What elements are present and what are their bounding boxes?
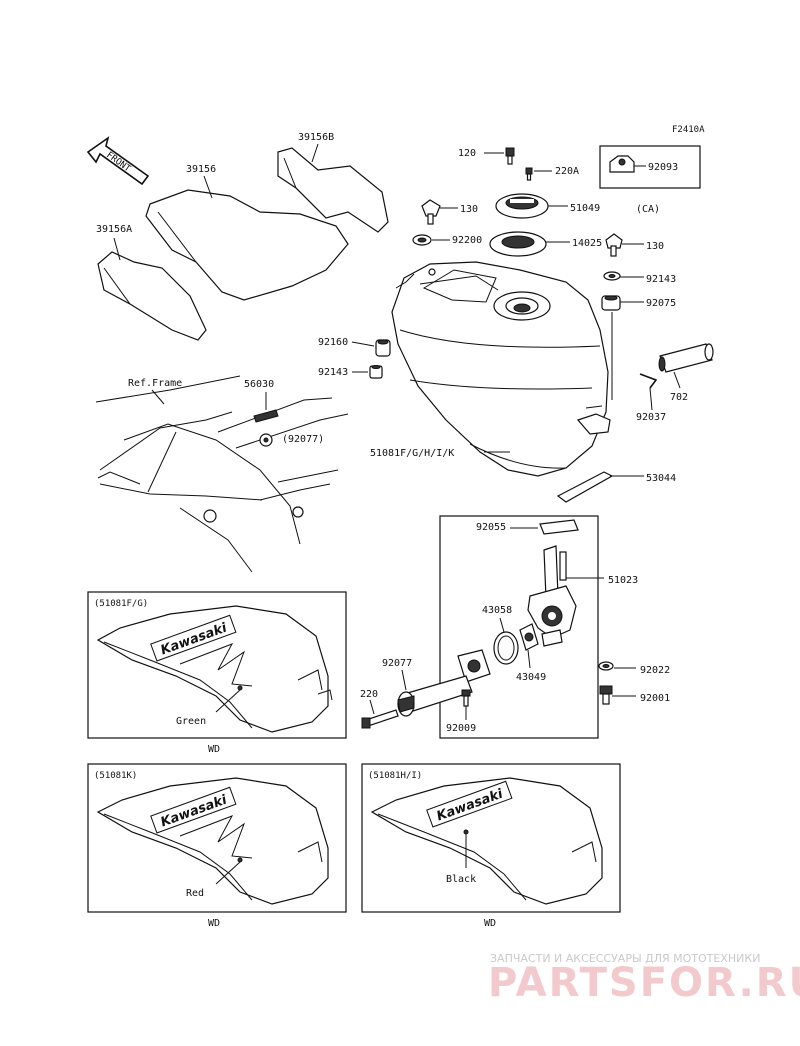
label-39156B: 39156B <box>298 132 334 143</box>
label-120: 120 <box>458 148 476 159</box>
variant-color: Green <box>176 716 206 727</box>
label-ref-frame: Ref.Frame <box>128 378 182 389</box>
strip-53044 <box>556 471 614 503</box>
label-92075: 92075 <box>646 298 676 309</box>
nut-92093 <box>609 155 635 173</box>
label-92143-left: 92143 <box>318 367 348 378</box>
variant-green: (51081F/G) Kawasaki Green <box>87 591 347 739</box>
washer-92143-right <box>603 271 621 281</box>
label-39156A: 39156A <box>96 224 132 235</box>
label-92022: 92022 <box>640 665 670 676</box>
screw-220 <box>361 709 399 729</box>
washer-92200 <box>412 234 432 246</box>
figure-code: F2410A <box>672 125 705 135</box>
variant-code: (51081H/I) <box>368 771 422 781</box>
bolt-92001 <box>599 685 613 705</box>
bolt-130-right <box>605 233 623 257</box>
label-92093: 92093 <box>648 162 678 173</box>
bracket-56030 <box>253 409 279 423</box>
washer-92022 <box>598 661 614 671</box>
label-ca: (CA) <box>636 204 660 215</box>
front-arrow-icon: FRONT <box>86 136 150 186</box>
grommet-92077-ref <box>259 433 273 447</box>
label-92077: 92077 <box>382 658 412 669</box>
label-39156: 39156 <box>186 164 216 175</box>
hose-702 <box>658 343 714 373</box>
tank-pad-39156 <box>145 189 349 301</box>
variant-code: (51081K) <box>94 771 137 781</box>
tank-pad-39156B <box>277 147 389 233</box>
fuel-cap-51049 <box>495 193 549 219</box>
variant-wd: WD <box>484 918 496 929</box>
label-92077-ref: (92077) <box>282 434 324 445</box>
grommet-92160 <box>375 339 391 357</box>
label-14025: 14025 <box>572 238 602 249</box>
seal-43049 <box>519 623 539 651</box>
fuel-tank-51081 <box>391 261 611 477</box>
label-92037: 92037 <box>636 412 666 423</box>
bolt-130-left <box>421 199 441 225</box>
variant-wd: WD <box>208 744 220 755</box>
label-92001: 92001 <box>640 693 670 704</box>
gasket-92055 <box>539 519 579 535</box>
bolt-120 <box>505 147 515 165</box>
label-92055: 92055 <box>476 522 506 533</box>
gasket-14025 <box>489 231 547 257</box>
collar-92143-left <box>369 365 383 379</box>
label-92160: 92160 <box>318 337 348 348</box>
label-130-left: 130 <box>460 204 478 215</box>
cover-92077 <box>457 649 491 683</box>
label-51081: 51081F/G/H/I/K <box>370 448 454 459</box>
label-220: 220 <box>360 689 378 700</box>
watermark-tagline: ЗАПЧАСТИ И АКСЕССУАРЫ ДЛЯ МОТОТЕХНИКИ <box>490 952 760 965</box>
lever-92077 <box>397 675 473 717</box>
damper-92075 <box>601 295 621 311</box>
fuel-cock-51023 <box>527 545 577 647</box>
screw-220A <box>525 167 533 181</box>
variant-color: Black <box>446 874 476 885</box>
variant-code: (51081F/G) <box>94 599 148 609</box>
screw-92009 <box>461 689 471 707</box>
variant-black: (51081H/I) Kawasaki Black <box>361 763 621 913</box>
tank-pad-39156A <box>97 251 207 341</box>
label-92143-right: 92143 <box>646 274 676 285</box>
variant-wd: WD <box>208 918 220 929</box>
label-130-right: 130 <box>646 241 664 252</box>
label-92200: 92200 <box>452 235 482 246</box>
label-43049: 43049 <box>516 672 546 683</box>
label-43058: 43058 <box>482 605 512 616</box>
variant-red: (51081K) Kawasaki Red <box>87 763 347 913</box>
watermark-brand: PARTSFOR.RU <box>488 960 800 1006</box>
box-92093 <box>599 145 701 189</box>
label-56030: 56030 <box>244 379 274 390</box>
label-51023: 51023 <box>608 575 638 586</box>
label-702: 702 <box>670 392 688 403</box>
frame-reference <box>95 375 349 573</box>
label-51049: 51049 <box>570 203 600 214</box>
variant-color: Red <box>186 888 204 899</box>
label-92009: 92009 <box>446 723 476 734</box>
clip-92037 <box>639 373 658 389</box>
label-53044: 53044 <box>646 473 676 484</box>
label-220A: 220A <box>555 166 579 177</box>
box-fuel-cock <box>439 515 599 739</box>
oring-43058 <box>493 631 519 665</box>
